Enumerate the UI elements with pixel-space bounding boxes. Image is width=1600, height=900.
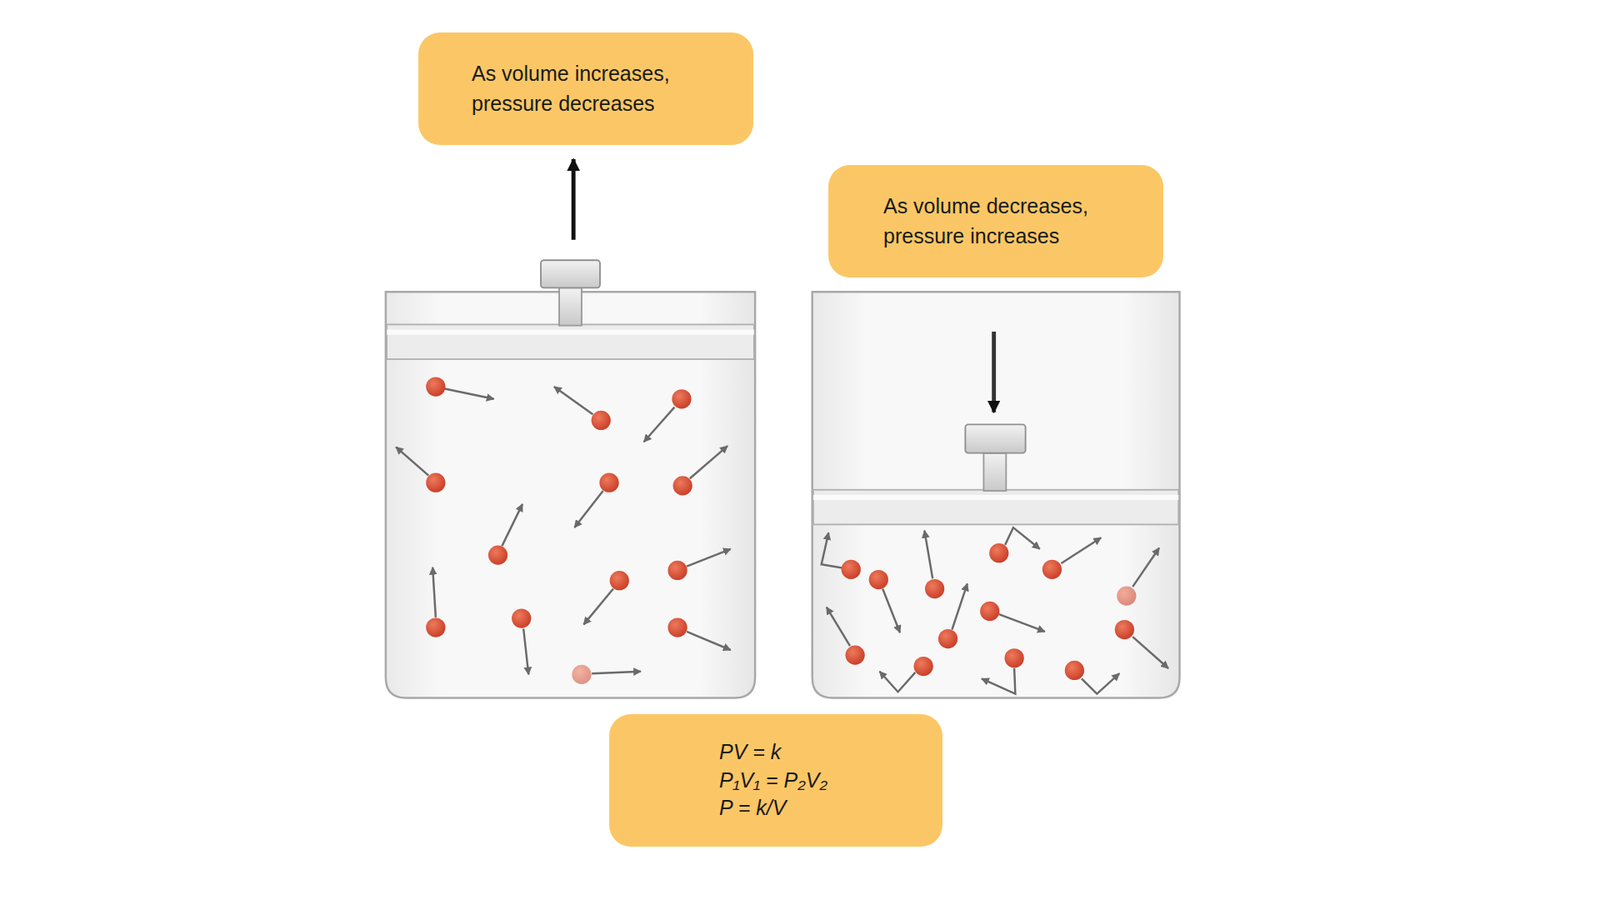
formula-text: P₁V₁ = P₂V₂: [719, 766, 936, 795]
right-cylinder: [812, 291, 1180, 698]
formula-box: PV = kP₁V₁ = P₂V₂P = k/V: [609, 714, 943, 847]
gas-molecules-right: [821, 527, 1169, 695]
callout-text: As volume decreases, pressure increases: [883, 191, 1134, 251]
formula-text: PV = k: [719, 738, 936, 767]
gas-molecules-left: [395, 376, 731, 685]
callout-text: As volume increases, pressure decreases: [471, 59, 722, 119]
callout-box: As volume increases, pressure decreases: [418, 32, 754, 145]
left-cylinder: [385, 159, 755, 699]
formula-text: P = k/V: [719, 794, 936, 823]
callout-box: As volume decreases, pressure increases: [828, 165, 1164, 278]
